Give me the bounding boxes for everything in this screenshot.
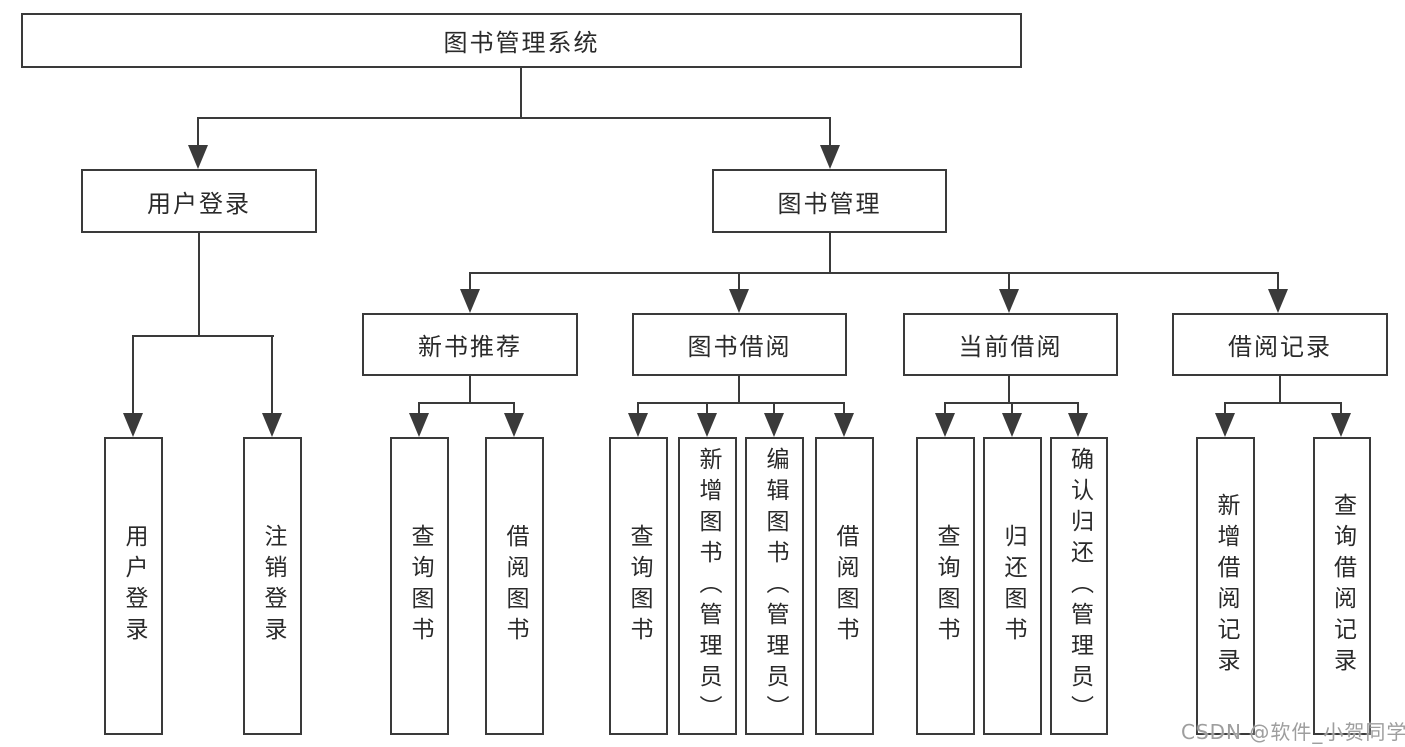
arrowhead-bb-leaf1 [628,413,648,437]
arrowhead-currentborrow [999,289,1019,313]
arrowhead-nb-leaf1 [409,413,429,437]
arrowhead-bb-leaf4 [834,413,854,437]
node-leaf-return-book: 归还图书 [983,437,1042,735]
arrowhead-cb-leaf2 [1002,413,1022,437]
connector-cb-leaf3-drop [1077,402,1079,418]
connector-root-stem [520,68,522,118]
node-leaf-add-borrow-record-label: 新增借阅记录 [1213,493,1239,679]
node-borrow-records: 借阅记录 [1172,313,1388,376]
arrowhead-logout-leaf [262,413,282,437]
connector-user-login-stem [198,233,200,337]
connector-cb-leaf2-drop [1011,402,1013,418]
node-leaf-edit-book-admin: 编辑图书（管理员） [745,437,804,735]
node-leaf-logout: 注销登录 [243,437,302,735]
arrowhead-nb-leaf2 [504,413,524,437]
node-leaf-query-book-1-label: 查询图书 [407,524,433,648]
node-leaf-user-login: 用户登录 [104,437,163,735]
arrowhead-cb-leaf3 [1068,413,1088,437]
node-leaf-confirm-return-admin-label: 确认归还（管理员） [1066,446,1093,726]
node-leaf-query-book-2: 查询图书 [609,437,668,735]
node-leaf-borrow-book-2-label: 借阅图书 [832,524,858,648]
arrowhead-cb-leaf1 [935,413,955,437]
node-leaf-borrow-book-2: 借阅图书 [815,437,874,735]
connector-login-leaf-drop [132,335,134,417]
node-leaf-add-book-admin-label: 新增图书（管理员） [695,446,721,726]
connector-borrowbook-bar [637,402,845,404]
connector-borrowbook-stem [738,376,740,404]
node-current-borrow: 当前借阅 [903,313,1118,376]
connector-newbook-bar [418,402,515,404]
arrowhead-borrowbook [729,289,749,313]
node-leaf-add-book-admin: 新增图书（管理员） [678,437,737,735]
connector-newbook-drop [469,272,471,294]
connector-book-mgmt-drop [829,117,831,151]
csdn-watermark: CSDN @软件_小贺同学 [1181,720,1405,744]
node-current-borrow-label: 当前借阅 [958,333,1063,361]
node-leaf-query-borrow-record-label: 查询借阅记录 [1329,493,1356,679]
connector-nb-leaf2-drop [513,402,515,418]
connector-logout-leaf-drop [271,335,273,417]
connector-records-bar [1224,402,1342,404]
node-leaf-borrow-book-1: 借阅图书 [485,437,544,735]
connector-bb-leaf1-drop [637,402,639,418]
arrowhead-user-login [188,145,208,169]
connector-user-login-bar [132,335,274,337]
arrowhead-bb-leaf2 [697,413,717,437]
node-leaf-query-book-1: 查询图书 [390,437,449,735]
node-leaf-edit-book-admin-label: 编辑图书（管理员） [762,446,788,726]
node-book-borrow: 图书借阅 [632,313,847,376]
arrowhead-login-leaf [123,413,143,437]
node-leaf-borrow-book-1-label: 借阅图书 [502,524,528,648]
connector-borrowbook-drop [738,272,740,294]
arrowhead-records [1268,289,1288,313]
node-book-management: 图书管理 [712,169,947,233]
node-borrow-records-label: 借阅记录 [1228,333,1332,361]
node-leaf-query-borrow-record: 查询借阅记录 [1313,437,1371,735]
connector-rec-leaf1-drop [1224,402,1226,418]
node-book-management-label: 图书管理 [777,189,882,218]
connector-records-stem [1279,376,1281,404]
node-book-borrow-label: 图书借阅 [687,333,792,361]
node-user-login: 用户登录 [81,169,317,233]
connector-user-login-drop [197,117,199,151]
connector-bb-leaf2-drop [706,402,708,418]
connector-records-drop [1277,272,1279,294]
node-leaf-query-book-3: 查询图书 [916,437,975,735]
arrowhead-bb-leaf3 [764,413,784,437]
connector-nb-leaf1-drop [418,402,420,418]
arrowhead-rec-leaf2 [1331,413,1351,437]
connector-currentborrow-drop [1008,272,1010,294]
connector-book-mgmt-stem [829,233,831,274]
connector-newbook-stem [469,376,471,404]
node-leaf-user-login-label: 用户登录 [121,524,147,648]
connector-bb-leaf3-drop [773,402,775,418]
node-new-book-recommend-label: 新书推荐 [418,333,522,361]
connector-level2-bar [469,272,1279,274]
node-leaf-return-book-label: 归还图书 [1000,524,1026,648]
node-leaf-query-book-3-label: 查询图书 [933,524,959,648]
connector-cb-leaf1-drop [944,402,946,418]
node-leaf-query-book-2-label: 查询图书 [626,524,652,648]
connector-bb-leaf4-drop [843,402,845,418]
node-new-book-recommend: 新书推荐 [362,313,578,376]
arrowhead-book-mgmt [820,145,840,169]
node-leaf-confirm-return-admin: 确认归还（管理员） [1050,437,1108,735]
arrowhead-newbook [460,289,480,313]
connector-level1-bar [197,117,831,119]
node-library-system: 图书管理系统 [21,13,1022,68]
connector-currentborrow-stem [1008,376,1010,404]
node-leaf-logout-label: 注销登录 [260,524,286,648]
node-user-login-label: 用户登录 [147,189,251,218]
connector-rec-leaf2-drop [1340,402,1342,418]
node-library-system-label: 图书管理系统 [443,29,600,57]
node-leaf-add-borrow-record: 新增借阅记录 [1196,437,1255,735]
arrowhead-rec-leaf1 [1215,413,1235,437]
